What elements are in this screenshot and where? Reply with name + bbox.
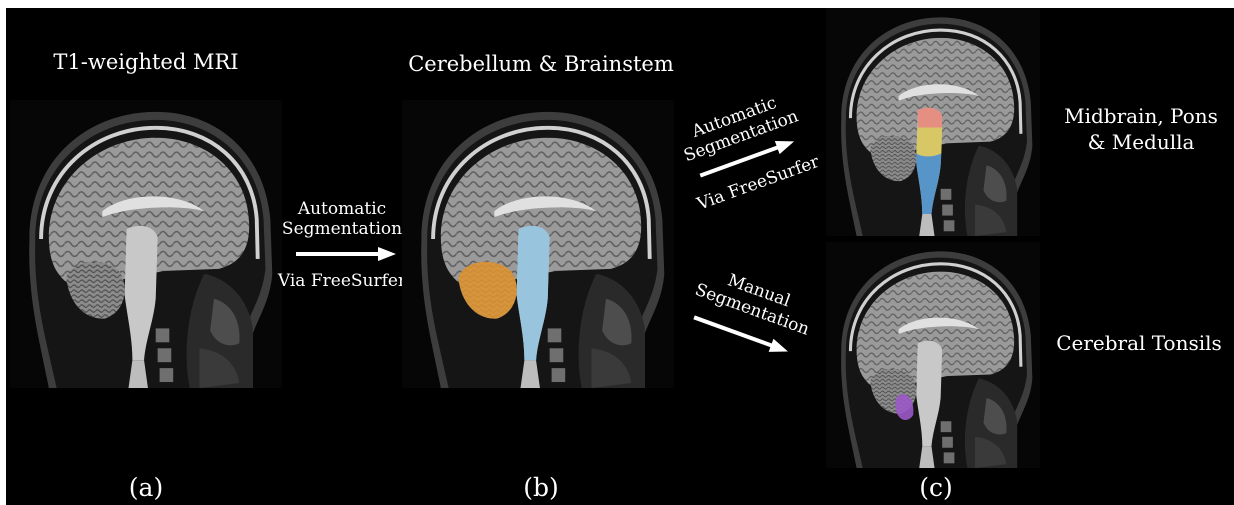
arrow-bc-top-group: Automatic Segmentation Via FreeSurfer <box>654 76 842 234</box>
panel-b-label: (b) <box>511 474 571 502</box>
pons-overlay <box>916 128 942 157</box>
arrow-ab-text-line3: Via FreeSurfer <box>268 272 416 291</box>
panel-c-bottom-label: Cerebral Tonsils <box>1044 332 1234 354</box>
arrow-bc-bottom-group: Manual Segmentation <box>657 251 838 390</box>
panel-b-mri-image <box>402 100 674 388</box>
panel-a-label: (a) <box>116 474 176 502</box>
panel-a-mri-image <box>10 100 282 388</box>
panel-c-top-mri-image <box>826 8 1040 236</box>
right-arrow-icon <box>296 246 396 262</box>
arrow-ab-text-line1: Automatic <box>278 200 406 219</box>
arrow-ab-text-line2: Segmentation <box>278 220 406 239</box>
panel-c-bottom-mri-image <box>826 242 1040 468</box>
panel-b-title: Cerebellum & Brainstem <box>396 53 686 76</box>
panel-c-top-label-line1: Midbrain, Pons <box>1048 105 1234 127</box>
panel-a-title: T1-weighted MRI <box>46 51 246 74</box>
panel-c-top-label-line2: & Medulla <box>1048 131 1234 153</box>
figure-canvas: T1-weighted MRI (a) Automatic Segmentati… <box>6 8 1234 505</box>
panel-c-label: (c) <box>906 474 966 502</box>
